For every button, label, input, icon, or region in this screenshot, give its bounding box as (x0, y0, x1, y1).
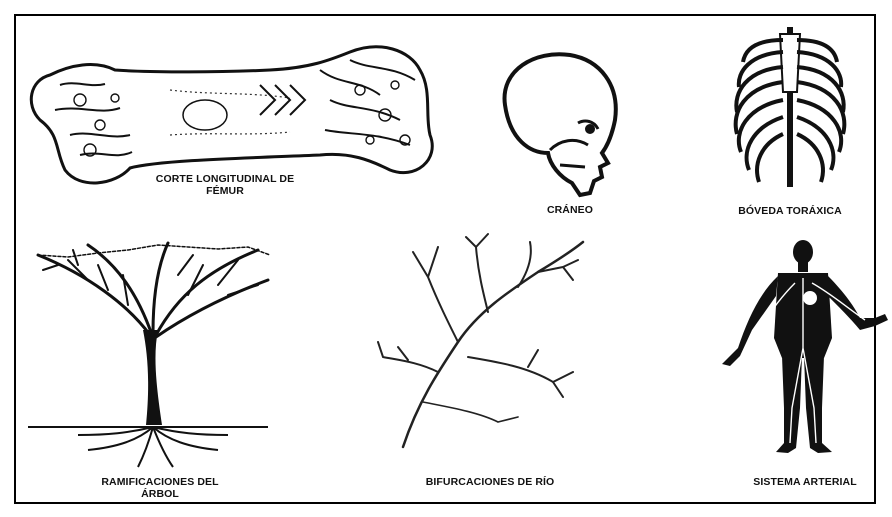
caption-femur: CORTE LONGITUDINAL DE FÉMUR (120, 173, 330, 197)
caption-skull: CRÁNEO (520, 204, 620, 216)
branching-tree-drawing (28, 235, 278, 470)
caption-ribcage: BÓVEDA TORÁXICA (720, 205, 860, 217)
river-delta-drawing (378, 232, 598, 457)
caption-tree: RAMIFICACIONES DEL ÁRBOL (60, 476, 260, 500)
caption-river: BIFURCACIONES DE RÍO (400, 476, 580, 488)
skull-profile-drawing (490, 45, 630, 205)
caption-arterial: SISTEMA ARTERIAL (735, 476, 875, 488)
ribcage-drawing (725, 22, 855, 192)
arterial-system-figure (720, 238, 890, 463)
